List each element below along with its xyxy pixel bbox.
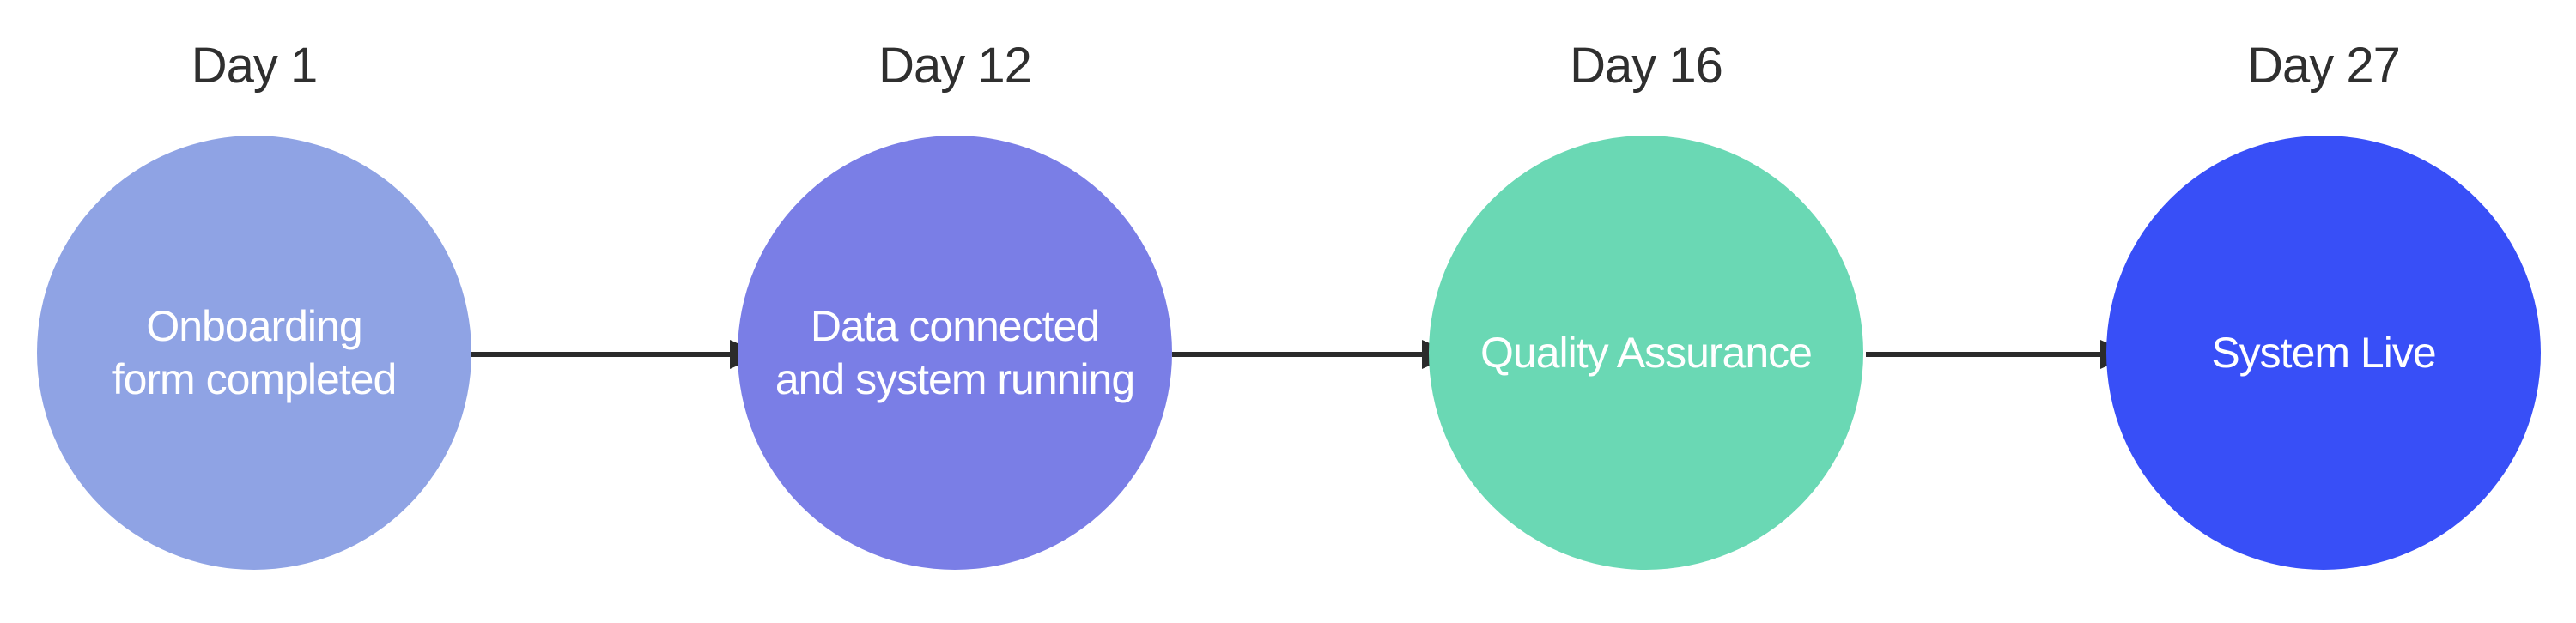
step-text: Onboarding form completed bbox=[112, 302, 398, 403]
step-text: Data connected and system running bbox=[775, 302, 1135, 403]
step-circle: Onboarding form completed bbox=[37, 136, 471, 570]
day-label: Day 27 bbox=[2247, 38, 2401, 94]
step-text: System Live bbox=[2211, 329, 2436, 377]
connector-line-1 bbox=[471, 352, 737, 357]
timeline-step-1: Day 1 Onboarding form completed bbox=[22, 0, 486, 623]
day-label: Day 12 bbox=[878, 38, 1032, 94]
step-text: Quality Assurance bbox=[1480, 329, 1813, 377]
step-circle: System Live bbox=[2106, 136, 2541, 570]
day-label: Day 1 bbox=[191, 38, 319, 94]
step-circle: Data connected and system running bbox=[738, 136, 1172, 570]
step-circle: Quality Assurance bbox=[1429, 136, 1863, 570]
timeline-step-3: Day 16 Quality Assurance bbox=[1414, 0, 1878, 623]
timeline-step-2: Day 12 Data connected and system running bbox=[723, 0, 1187, 623]
day-label: Day 16 bbox=[1570, 38, 1723, 94]
timeline-step-4: Day 27 System Live bbox=[2092, 0, 2555, 623]
connector-line-2 bbox=[1172, 352, 1430, 357]
connector-line-3 bbox=[1866, 352, 2108, 357]
